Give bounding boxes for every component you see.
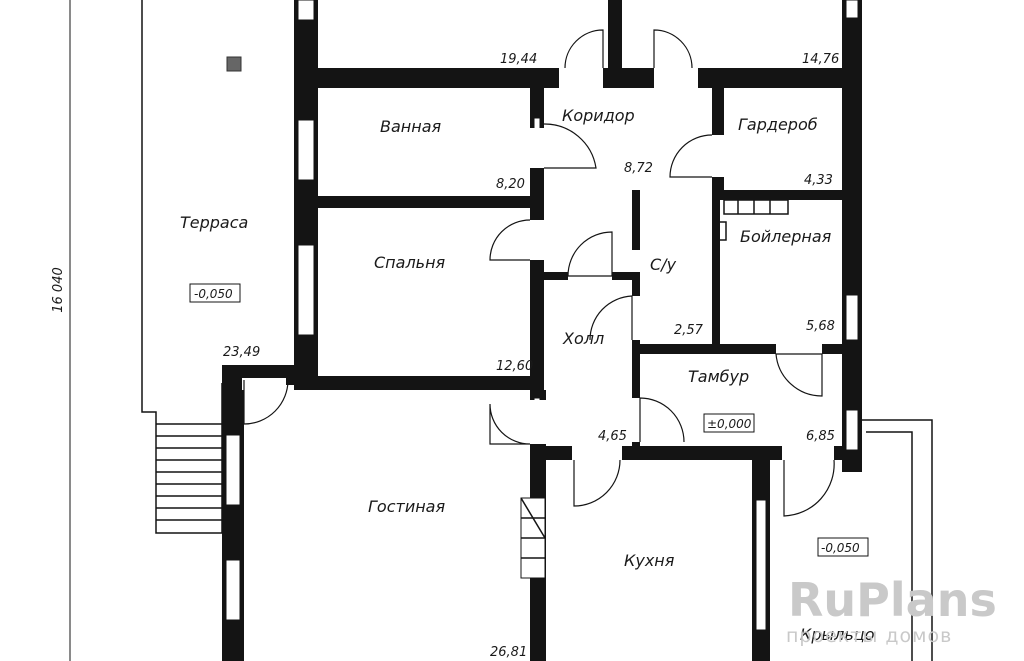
terrace-steps (156, 423, 222, 521)
bedroom-label: Спальня (374, 253, 446, 272)
vestibule-level-box (703, 413, 755, 433)
watermark: RuPlans проекты домов (786, 573, 997, 647)
dimension-line: 16 040 (51, 0, 71, 661)
top-left-area: 19,44 (500, 52, 537, 67)
dimension-value: 16 040 (51, 267, 66, 313)
porch-level-box (817, 537, 869, 557)
room-labels: 19,44 14,76 Терраса -0,050 23,49 Ванная … (180, 52, 875, 660)
fireplace (520, 497, 546, 579)
vestibule-label: Тамбур (688, 367, 749, 386)
vestibule-level: ±0,000 (707, 417, 752, 431)
watermark-tagline: проекты домов (786, 625, 952, 647)
top-right-area: 14,76 (802, 52, 839, 67)
corridor-area: 8,72 (624, 161, 653, 176)
terrace-post (226, 56, 242, 72)
bathroom-area: 8,20 (496, 177, 525, 192)
boiler-label: Бойлерная (740, 227, 832, 246)
porch-label: Крыльцо (800, 625, 875, 644)
hall-label: Холл (562, 329, 604, 348)
boiler-area: 5,68 (806, 319, 835, 334)
terrace-area: 23,49 (223, 345, 260, 360)
watermark-brand: RuPlans (788, 573, 997, 627)
doors (242, 29, 835, 517)
bedroom-area: 12,60 (496, 359, 533, 374)
vestibule-area: 6,85 (806, 429, 835, 444)
bathroom-label: Ванная (380, 117, 442, 136)
hall-area: 4,65 (598, 429, 627, 444)
wardrobe-label: Гардероб (738, 115, 818, 134)
terrace-level: -0,050 (194, 287, 233, 301)
kitchen-label: Кухня (624, 551, 675, 570)
boiler-equipment (715, 199, 789, 241)
wardrobe-area: 4,33 (804, 173, 833, 188)
corridor-label: Коридор (562, 106, 635, 125)
porch-level: -0,050 (821, 541, 860, 555)
wc-area: 2,57 (674, 323, 704, 338)
terrace-label: Терраса (180, 213, 248, 232)
living-label: Гостиная (368, 497, 445, 516)
living-area: 26,81 (490, 645, 527, 660)
terrace-level-box (189, 283, 241, 303)
wc-label: С/у (650, 255, 677, 274)
porch-outline (862, 419, 933, 661)
